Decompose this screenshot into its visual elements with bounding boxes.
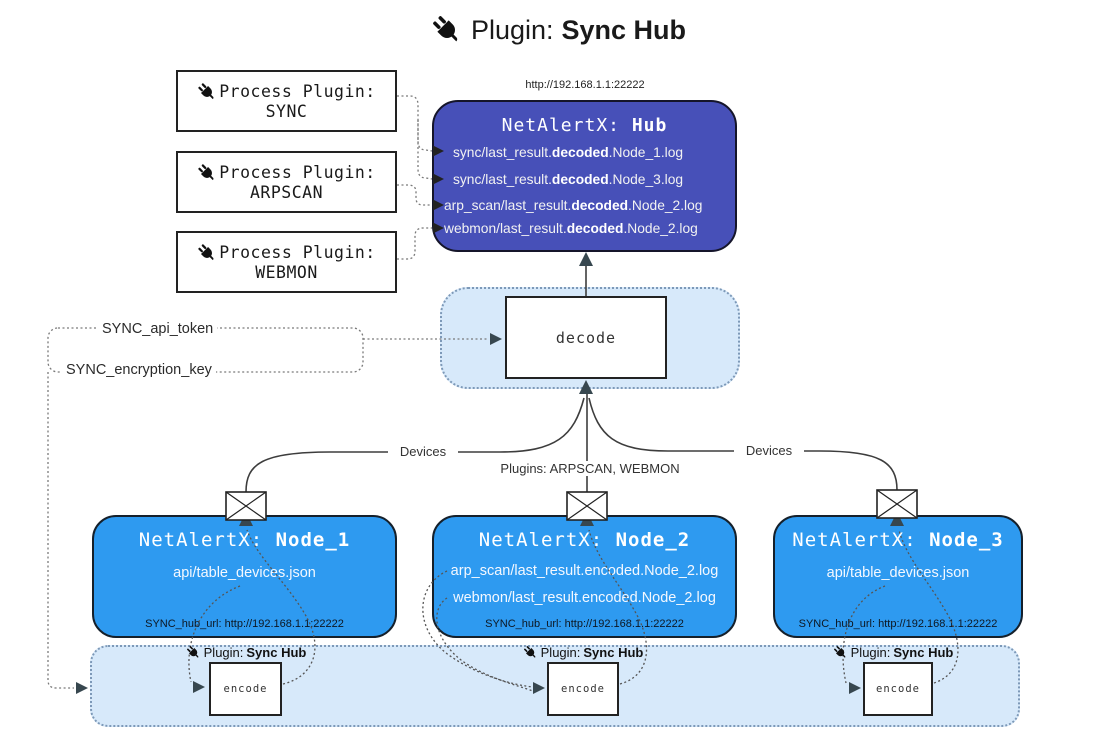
encode-box: encode — [209, 662, 282, 716]
sync-hub-plugin-label: Plugin: Sync Hub — [513, 645, 653, 660]
edge-label-plugins: Plugins: ARPSCAN, WEBMON — [487, 461, 693, 476]
process-plugin-name: WEBMON — [255, 262, 318, 282]
encode-label: encode — [223, 683, 268, 695]
sync-hub-plugin-label: Plugin: Sync Hub — [823, 645, 963, 660]
plug-icon — [186, 646, 198, 658]
hub-url: http://192.168.1.1:22222 — [525, 79, 645, 91]
hub-log-line: webmon/last_result.decoded.Node_2.log — [444, 221, 698, 236]
node-file-line: webmon/last_result.encoded.Node_2.log — [453, 590, 716, 606]
plug-icon — [198, 243, 214, 260]
edge-arpscan-plugin-to-hub — [397, 184, 432, 206]
process-plugin-box-webmon: Process Plugin: WEBMON — [176, 231, 397, 293]
plug-icon — [198, 82, 214, 99]
page-title: Plugin: Sync Hub — [0, 14, 1117, 46]
process-plugin-label: Process Plugin: — [219, 82, 376, 101]
encode-label: encode — [561, 683, 605, 695]
node-hub-url: SYNC_hub_url: http://192.168.1.1:22222 — [485, 618, 684, 630]
edge-label-devices-left: Devices — [388, 444, 458, 459]
hub-log-line: arp_scan/last_result.decoded.Node_2.log — [444, 198, 703, 213]
node-hub-url: SYNC_hub_url: http://192.168.1.1:22222 — [798, 618, 998, 630]
hub-title-prefix: NetAlertX: — [501, 115, 632, 136]
node-title: NetAlertX: Node_2 — [478, 529, 691, 551]
edge-sync-plugin-to-hub1 — [397, 95, 433, 152]
encode-label: encode — [876, 683, 920, 695]
plug-icon — [833, 646, 845, 658]
node-file-line: api/table_devices.json — [826, 565, 970, 581]
node-file-line: api/table_devices.json — [173, 565, 316, 581]
node-hub-url: SYNC_hub_url: http://192.168.1.1:22222 — [145, 618, 344, 630]
plug-icon — [433, 16, 458, 42]
hub-log-line: sync/last_result.decoded.Node_1.log — [453, 145, 684, 160]
sync-api-token-label: SYNC_api_token — [98, 321, 218, 337]
process-plugin-label: Process Plugin: — [219, 163, 376, 182]
node-box-node1: NetAlertX: Node_1 api/table_devices.json… — [92, 515, 397, 638]
node-file-line: arp_scan/last_result.encoded.Node_2.log — [450, 563, 719, 579]
process-plugin-name: ARPSCAN — [249, 182, 324, 202]
edge-label-devices-right: Devices — [734, 443, 804, 458]
sync-hub-plugin-label: Plugin: Sync Hub — [176, 645, 316, 660]
decode-label: decode — [555, 328, 617, 347]
page-title-bold: Sync Hub — [561, 14, 687, 45]
node-box-node3: NetAlertX: Node_3 api/table_devices.json… — [773, 515, 1023, 638]
node-title: NetAlertX: Node_1 — [138, 529, 351, 551]
process-plugin-box-arpscan: Process Plugin: ARPSCAN — [176, 151, 397, 213]
edge-webmon-plugin-to-hub — [397, 227, 432, 260]
sync-encryption-key-label: SYNC_encryption_key — [62, 362, 216, 378]
hub-log-line: sync/last_result.decoded.Node_3.log — [453, 172, 684, 187]
process-plugin-label: Process Plugin: — [219, 243, 376, 262]
encode-box: encode — [547, 662, 619, 716]
plug-icon — [198, 163, 214, 180]
envelope-icon — [876, 489, 918, 519]
page-title-prefix: Plugin: — [470, 14, 554, 45]
arrowhead-into-hub — [579, 252, 593, 266]
encode-box: encode — [863, 662, 933, 716]
hub-box: NetAlertX: Hub sync/last_result.decoded.… — [432, 100, 737, 252]
decode-box: decode — [505, 296, 667, 379]
arrowhead-into-encode-panel — [76, 682, 88, 694]
hub-title: NetAlertX: Hub — [434, 115, 735, 136]
edge-tokens-to-encode-panel — [47, 372, 74, 689]
plug-icon — [523, 646, 535, 658]
edge-sync-plugin-to-hub2 — [417, 120, 433, 180]
node-title: NetAlertX: Node_3 — [792, 529, 1004, 551]
process-plugin-box-sync: Process Plugin: SYNC — [176, 70, 397, 132]
hub-title-bold: Hub — [631, 115, 668, 136]
process-plugin-name: SYNC — [265, 101, 308, 121]
node-box-node2: NetAlertX: Node_2 arp_scan/last_result.e… — [432, 515, 737, 638]
